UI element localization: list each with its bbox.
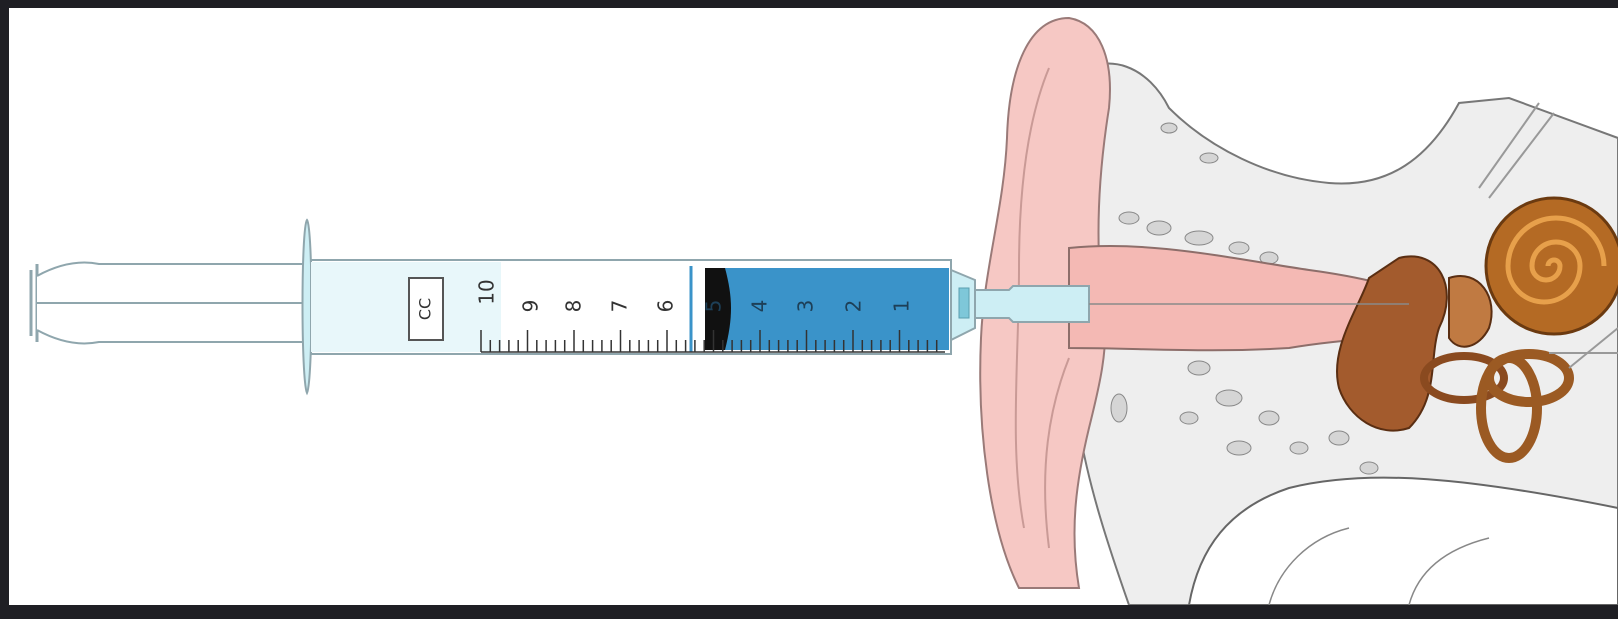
scale-number-8: 8 (562, 300, 586, 313)
ear-irrigation-diagram: CC 10 9 8 7 6 5 4 3 2 1 (9, 8, 1618, 605)
scale-number-1: 1 (890, 300, 914, 313)
scale-number-7: 7 (608, 300, 632, 313)
barrel-tint (311, 262, 501, 352)
syringe-hub-inner (959, 288, 969, 318)
scale-number-10: 10 (475, 279, 499, 304)
syringe-nozzle (975, 286, 1089, 322)
diagram-canvas: CC 10 9 8 7 6 5 4 3 2 1 (9, 8, 1618, 605)
scale-number-9: 9 (519, 300, 543, 313)
scale-number-4: 4 (748, 300, 772, 313)
barrel-label: CC (416, 298, 435, 320)
plunger-thumb-rest (31, 264, 37, 342)
scale-number-3: 3 (794, 300, 818, 313)
scale-number-2: 2 (842, 300, 866, 313)
scale-number-5: 5 (702, 300, 726, 313)
scale-number-6: 6 (654, 300, 678, 313)
cochlea (1486, 198, 1618, 334)
